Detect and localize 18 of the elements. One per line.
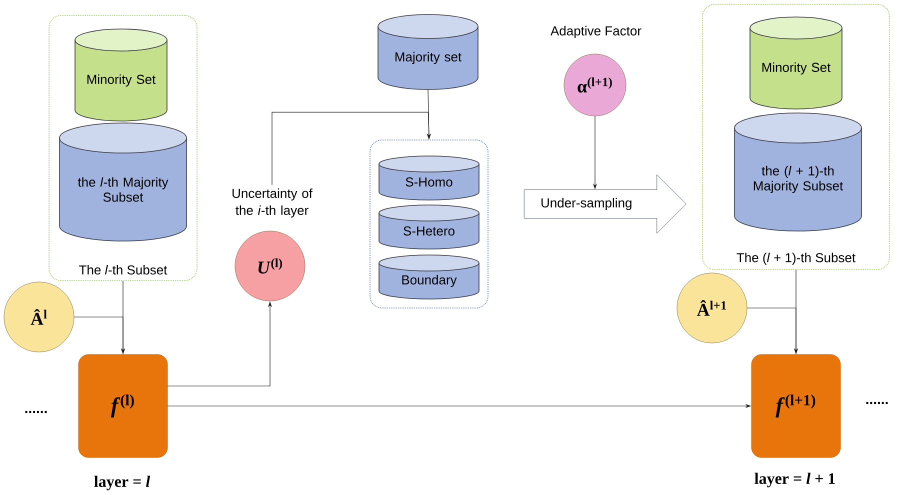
- dotted-group: [370, 140, 488, 308]
- database-cylinder: Boundary: [378, 254, 480, 300]
- model-box: f$^{(l+1)}$: [751, 354, 841, 458]
- ellipsis-text: ......: [25, 410, 47, 414]
- caption-text: layer = l + 1: [754, 472, 835, 488]
- database-cylinder: S-Hetero: [378, 204, 480, 250]
- model-box: f$^{(l)}$: [78, 354, 168, 458]
- database-cylinder: the l-th Majority Subset: [59, 122, 187, 242]
- caption-text: Adaptive Factor: [550, 26, 642, 38]
- caption-text: Uncertainty of the i-th layer: [232, 188, 312, 218]
- caption-text: layer = l: [94, 476, 150, 490]
- arrow: [272, 112, 431, 186]
- database-cylinder: Majority set: [378, 14, 478, 90]
- ellipsis-text: ......: [866, 402, 888, 404]
- database-cylinder: S-Homo: [378, 156, 480, 200]
- database-cylinder: the (l + 1)-th Majority Subset: [734, 112, 862, 232]
- database-cylinder: Minority Set: [74, 28, 168, 122]
- database-cylinder: Minority Set: [750, 16, 842, 110]
